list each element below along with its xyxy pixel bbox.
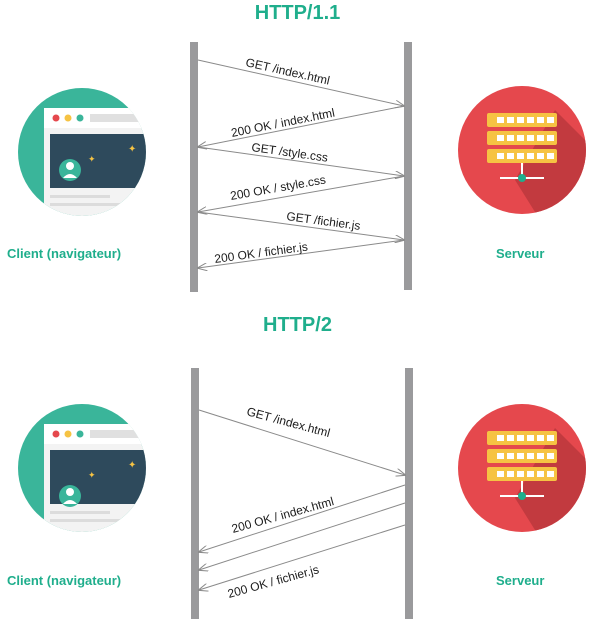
http11-client-label: Client (navigateur) xyxy=(7,246,122,261)
response-arrow xyxy=(198,239,405,268)
server-rack-icon xyxy=(458,86,586,214)
client-lifeline xyxy=(191,368,199,619)
response-arrow xyxy=(198,105,405,147)
svg-text:✦: ✦ xyxy=(88,470,96,480)
http11-title: HTTP/1.1 xyxy=(254,2,341,24)
svg-text:✦: ✦ xyxy=(88,154,96,164)
client-lifeline xyxy=(190,42,198,292)
message-label: GET /style.css xyxy=(251,140,329,165)
request-arrow xyxy=(197,146,404,176)
message-label: GET /index.html xyxy=(244,55,331,87)
http2-sequence-diagram: ✦ ✦ xyxy=(18,368,586,619)
server-lifeline xyxy=(404,42,412,290)
client-browser-icon: ✦ ✦ xyxy=(18,404,146,532)
message-label: 200 OK / fichier.js xyxy=(214,239,309,265)
http11-sequence-diagram: ✦ ✦ xyxy=(18,42,586,292)
client-browser-icon: ✦ ✦ xyxy=(18,88,146,216)
request-arrow xyxy=(197,59,404,106)
http2-server-label: Serveur xyxy=(496,573,545,588)
request-arrow xyxy=(198,409,405,475)
response-arrow xyxy=(199,484,406,552)
http11-server-label: Serveur xyxy=(496,246,545,261)
response-arrow xyxy=(199,524,406,590)
server-lifeline xyxy=(405,368,413,619)
message-label: 200 OK / index.html xyxy=(230,494,335,536)
message-label: 200 OK / fichier.js xyxy=(226,562,320,601)
message-label: GET /index.html xyxy=(245,404,332,440)
http2-title: HTTP/2 xyxy=(263,314,332,336)
http2-client-label: Client (navigateur) xyxy=(7,573,122,588)
server-rack-icon xyxy=(458,404,586,532)
response-arrow xyxy=(198,175,405,212)
svg-text:✦: ✦ xyxy=(128,144,136,155)
response-arrow xyxy=(199,502,406,570)
request-arrow xyxy=(197,211,404,240)
svg-text:✦: ✦ xyxy=(128,460,136,471)
